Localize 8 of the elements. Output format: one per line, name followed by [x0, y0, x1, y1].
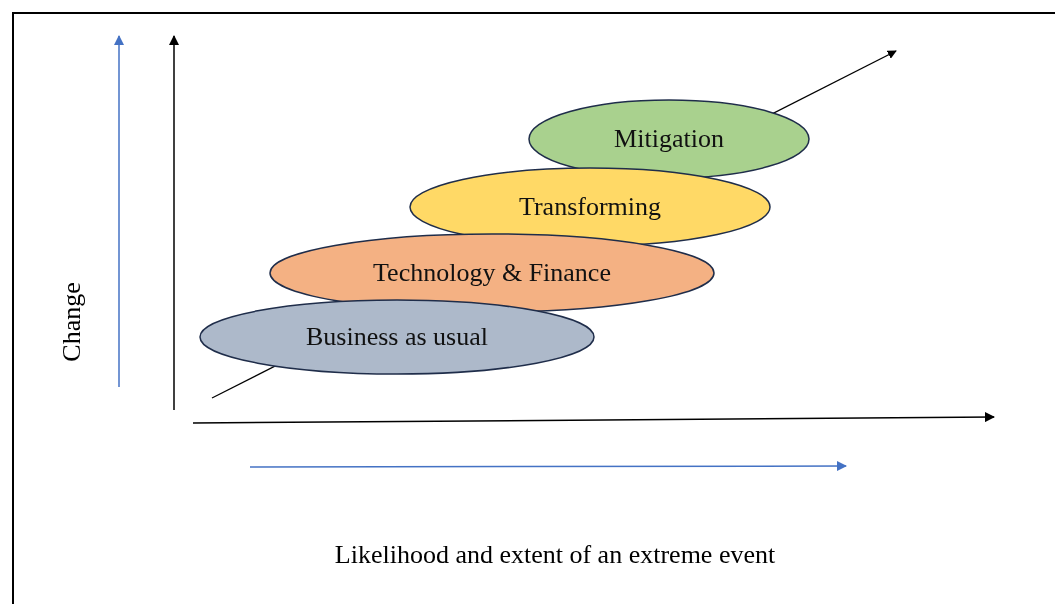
axis-label: Likelihood and extent of an extreme event	[334, 540, 776, 570]
stage-ellipse	[199, 299, 595, 375]
stage-label: Mitigation	[613, 124, 725, 154]
stage-label: Business as usual	[305, 322, 489, 352]
stage-ellipse	[528, 99, 810, 179]
axis-label: Change	[57, 282, 87, 362]
stage-label: Technology & Finance	[372, 258, 612, 288]
stage-label: Transforming	[517, 192, 663, 222]
